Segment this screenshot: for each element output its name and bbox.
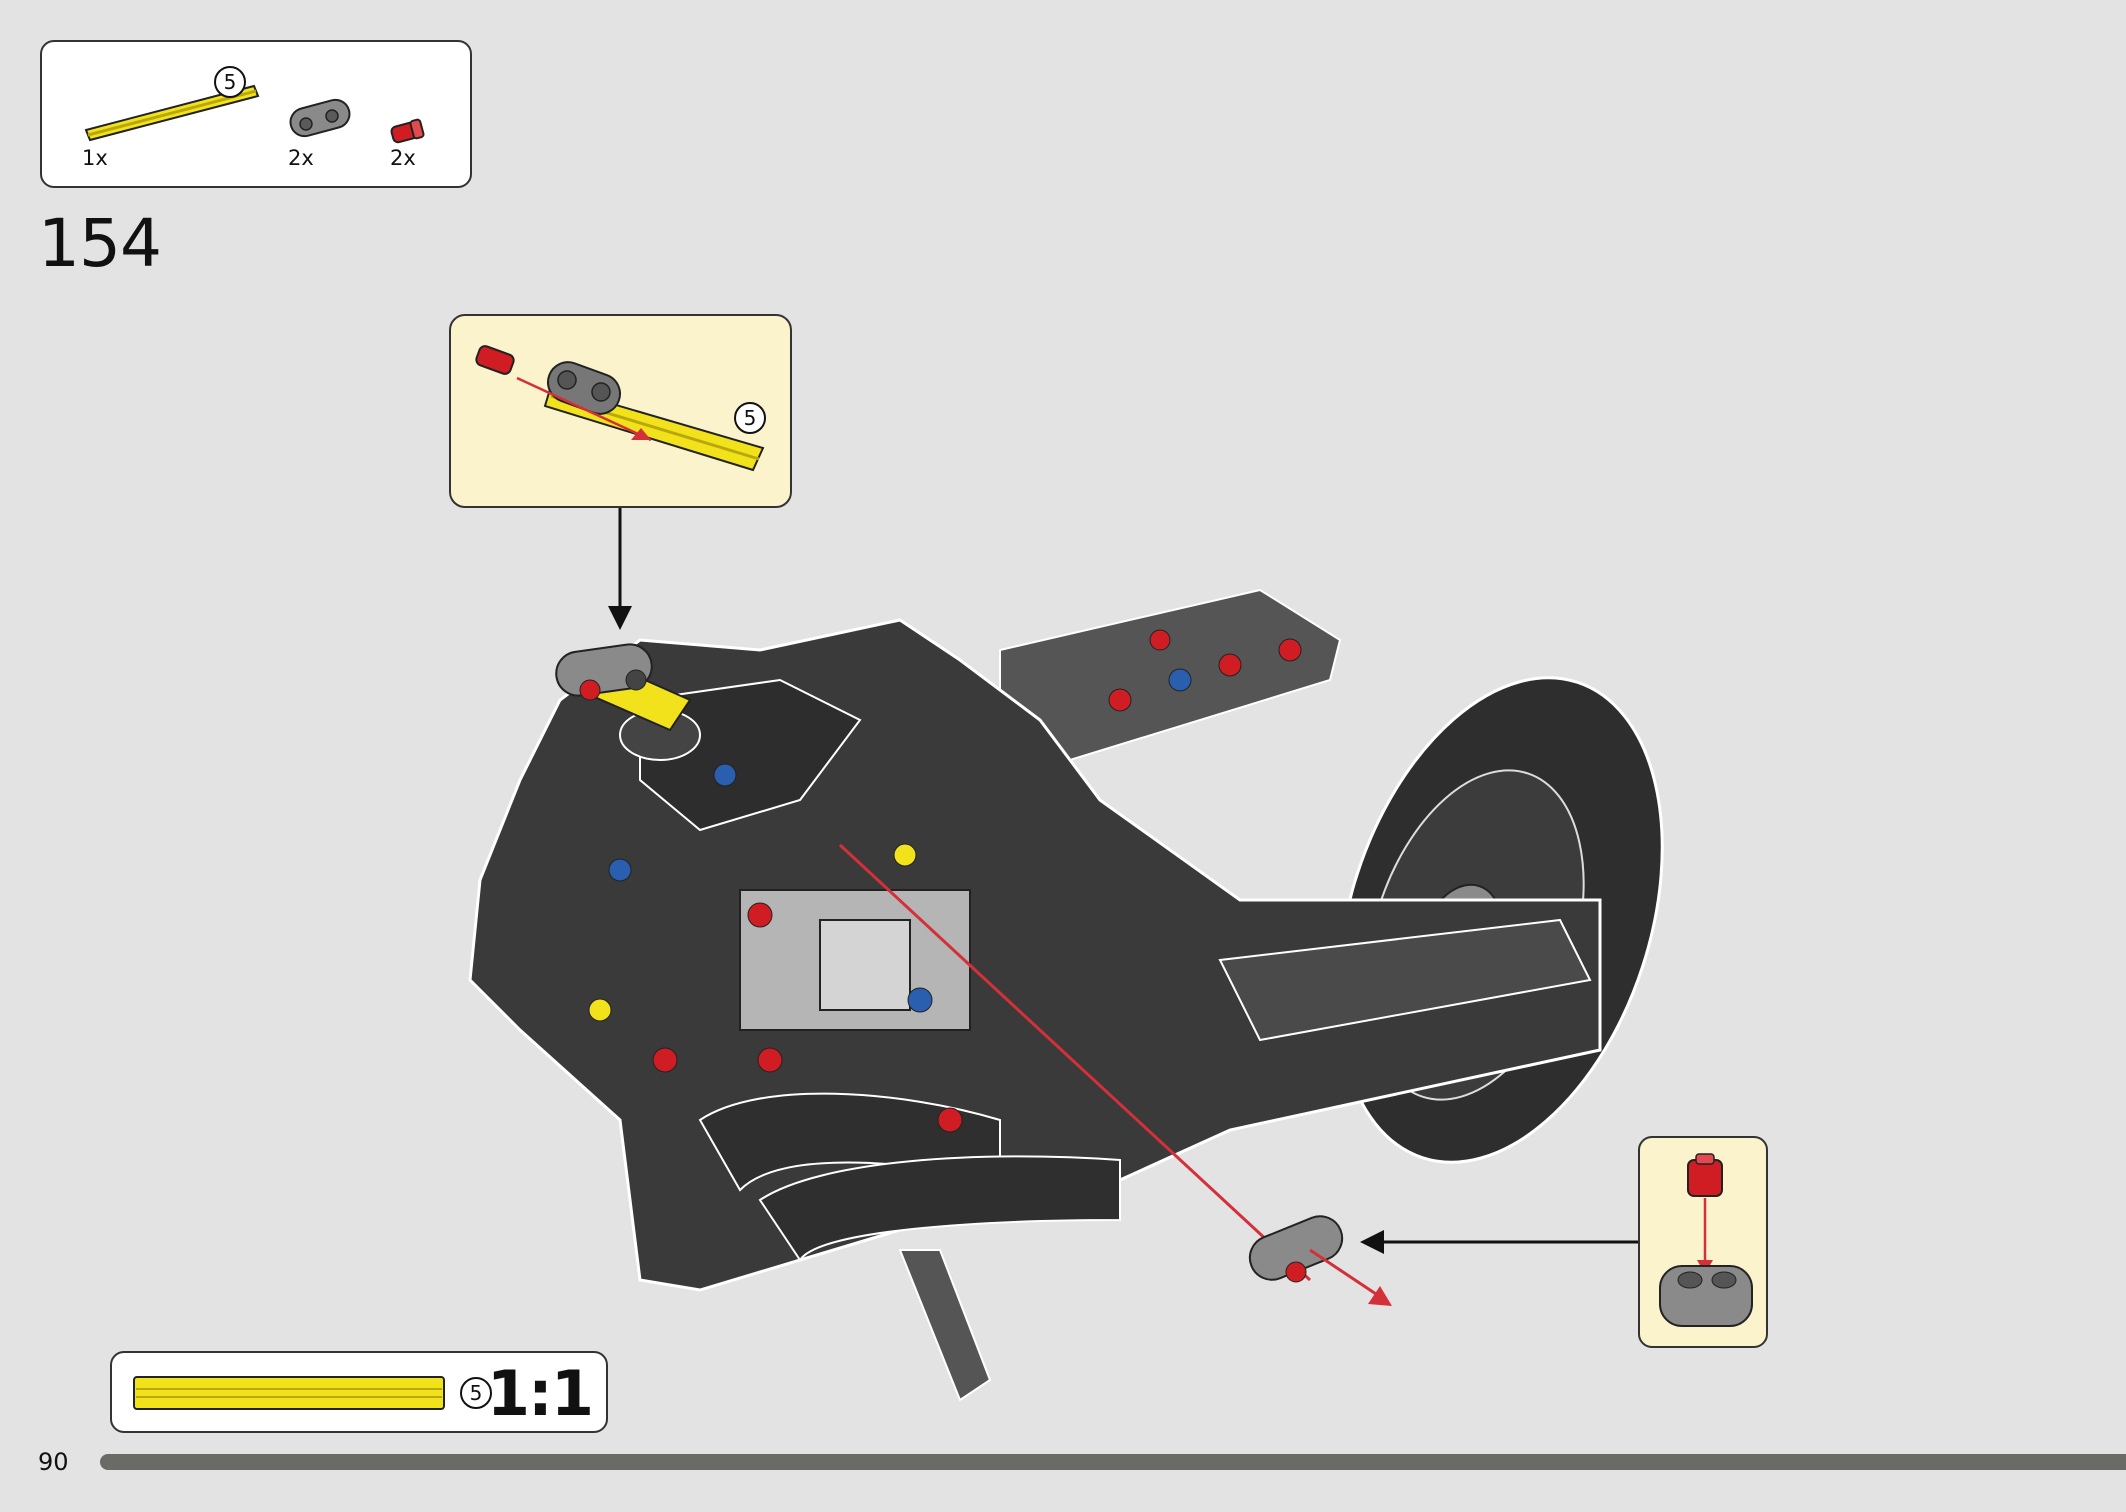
callout-axle-length-badge: 5 — [734, 402, 766, 434]
axle-length-badge: 5 — [214, 66, 246, 98]
attach-liftarm-bottom — [1248, 1215, 1392, 1306]
scale-ratio-label: 1:1 — [486, 1357, 594, 1430]
pin-into-liftarm-illustration — [1659, 1153, 1753, 1327]
parts-list-panel: 5 1x 2x 2x — [40, 40, 472, 188]
scale-axle-length-badge: 5 — [460, 1377, 492, 1409]
pin-part-image — [390, 118, 425, 144]
liftarm-part-image — [289, 98, 351, 138]
attach-liftarm-top — [555, 643, 692, 732]
step-number: 154 — [38, 205, 162, 282]
upper-frame-beam — [999, 588, 1342, 762]
page-number: 90 — [38, 1448, 69, 1476]
scale-reference-box: 5 1:1 — [110, 1351, 608, 1433]
liftarm-quantity: 2x — [288, 146, 314, 170]
axle-quantity: 1x — [82, 146, 108, 170]
sub-assembly-callout-right — [1638, 1136, 1768, 1348]
pin-quantity: 2x — [390, 146, 416, 170]
axle-part-image — [84, 84, 260, 142]
sub-assembly-callout-top: 5 — [449, 314, 792, 508]
scale-axle-image — [133, 1376, 445, 1410]
motorcycle-body — [468, 618, 1602, 1402]
progress-bar — [100, 1454, 2126, 1470]
progress-bar-fill — [100, 1454, 2126, 1470]
sub-assembly-illustration — [475, 345, 765, 472]
